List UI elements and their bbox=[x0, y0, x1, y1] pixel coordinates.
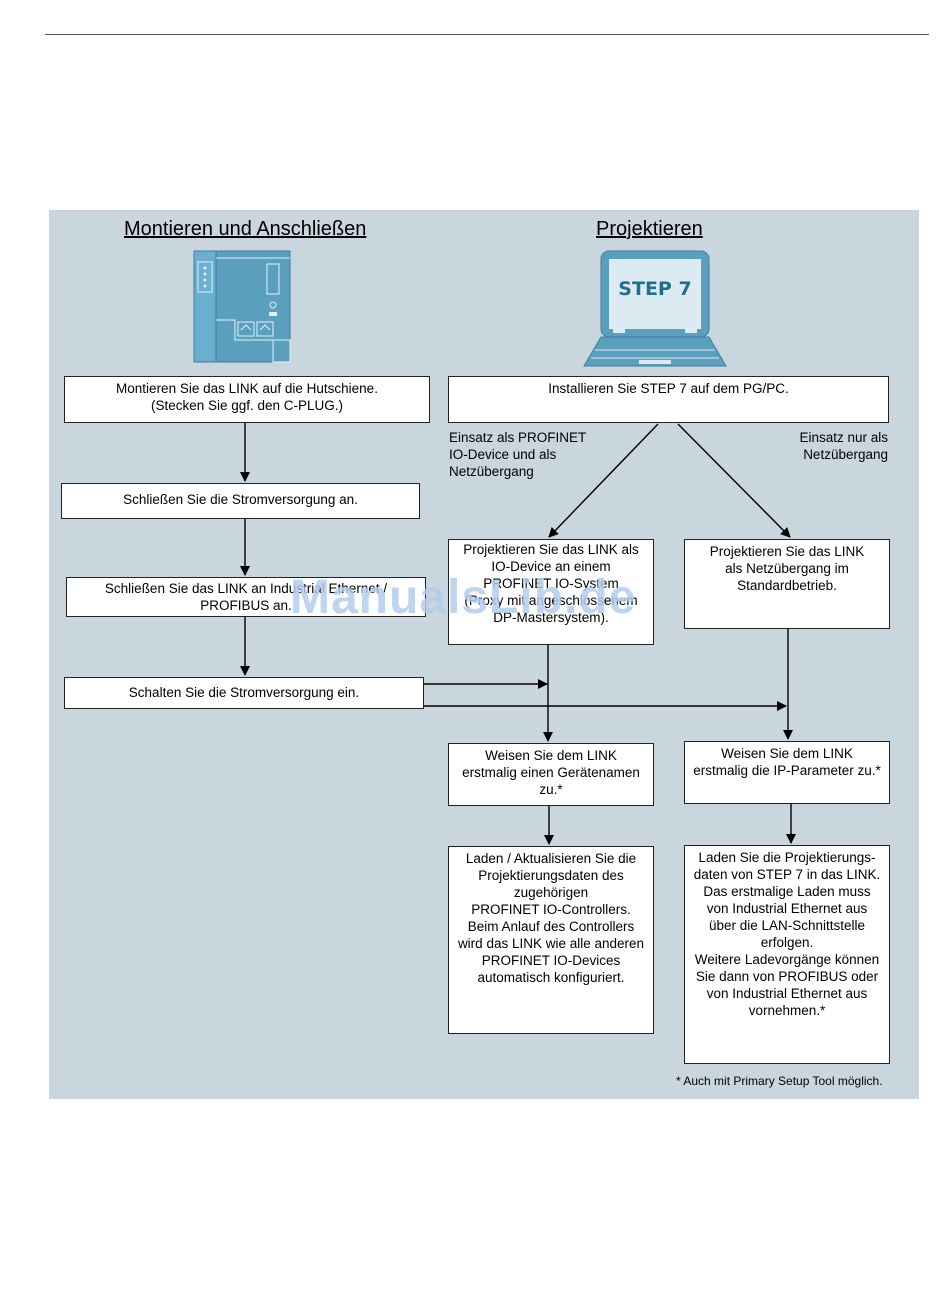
gateway-ip-line: erstmalig die IP-Parameter zu.* bbox=[693, 763, 881, 778]
laptop-illustration: STEP 7 bbox=[583, 248, 727, 372]
arrow-install-gateway bbox=[677, 423, 791, 538]
gateway-load-line: von Industrial Ethernet aus bbox=[706, 901, 868, 916]
step-power-connect-line: Schließen Sie die Stromversorgung an. bbox=[123, 492, 358, 507]
profinet-configure-line: (Proxy mit angeschlossenem bbox=[464, 593, 638, 608]
profinet-configure-line: DP-Mastersystem). bbox=[493, 610, 609, 625]
branch-label-line: Einsatz nur als bbox=[799, 430, 888, 445]
step-network-connect-line: Schließen Sie das LINK an Industrial Eth… bbox=[104, 581, 388, 596]
footnote: * Auch mit Primary Setup Tool möglich. bbox=[676, 1074, 883, 1088]
profinet-load-line: zugehörigen bbox=[513, 885, 589, 900]
laptop-icon bbox=[583, 250, 727, 367]
branch-label-line: Einsatz als PROFINET bbox=[449, 430, 587, 445]
profinet-load-box: Laden / Aktualisieren Sie die Projektier… bbox=[448, 846, 654, 1034]
gateway-load-line: Weitere Ladevorgänge können bbox=[694, 952, 880, 967]
step-install-box: Installieren Sie STEP 7 auf dem PG/PC. bbox=[448, 376, 889, 423]
step-power-connect-box: Schließen Sie die Stromversorgung an. bbox=[61, 483, 420, 519]
gateway-ip-line: Weisen Sie dem LINK bbox=[721, 746, 853, 761]
branch-label-line: Netzübergang bbox=[449, 464, 534, 479]
step-install-line: Installieren Sie STEP 7 auf dem PG/PC. bbox=[548, 381, 789, 396]
profinet-load-line: PROFINET IO-Devices bbox=[481, 953, 621, 968]
profinet-load-line: Beim Anlauf des Controllers bbox=[467, 919, 635, 934]
gateway-load-line: daten von STEP 7 in das LINK. bbox=[693, 867, 881, 882]
laptop-screen-label: STEP 7 bbox=[618, 278, 692, 300]
gateway-load-line: Das erstmalige Laden muss bbox=[703, 884, 871, 899]
gateway-configure-box: Projektieren Sie das LINK als Netzüberga… bbox=[684, 539, 890, 629]
step-power-on-line: Schalten Sie die Stromversorgung ein. bbox=[128, 685, 360, 700]
watermark: ManualsLib.de bbox=[290, 571, 637, 624]
gateway-configure-line: Standardbetrieb. bbox=[737, 578, 837, 593]
step-mount-line: (Stecken Sie ggf. den C-PLUG.) bbox=[150, 398, 344, 413]
gateway-load-line: über die LAN-Schnittstelle bbox=[708, 918, 866, 933]
profinet-configure-line: Projektieren Sie das LINK als bbox=[463, 542, 639, 557]
gateway-load-box: Laden Sie die Projektierungs- daten von … bbox=[684, 845, 890, 1064]
heading-configure: Projektieren bbox=[596, 218, 703, 240]
profinet-load-line: wird das LINK wie alle anderen bbox=[457, 936, 645, 951]
heading-mount: Montieren und Anschließen bbox=[124, 218, 367, 240]
gateway-load-line: vornehmen.* bbox=[748, 1003, 826, 1018]
profinet-name-line: zu.* bbox=[539, 782, 563, 797]
gateway-load-line: Laden Sie die Projektierungs- bbox=[698, 850, 876, 865]
profinet-name-line: erstmalig einen Gerätenamen bbox=[462, 765, 640, 780]
gateway-load-line: Sie dann von PROFIBUS oder bbox=[695, 969, 879, 984]
arrow-install-profinet bbox=[548, 423, 659, 538]
profinet-load-line: automatisch konfiguriert. bbox=[477, 970, 625, 985]
branch-label-gateway: Einsatz nur als Netzübergang bbox=[760, 429, 888, 463]
link-device-illustration bbox=[193, 250, 291, 363]
step-mount-line: Montieren Sie das LINK auf die Hutschien… bbox=[116, 381, 378, 396]
step-network-connect-line: PROFIBUS an. bbox=[200, 598, 292, 613]
gateway-load-line: erfolgen. bbox=[760, 935, 814, 950]
branch-label-profinet: Einsatz als PROFINET IO-Device und als N… bbox=[449, 429, 586, 480]
branch-label-line: IO-Device und als bbox=[449, 447, 557, 462]
top-rule bbox=[45, 34, 929, 35]
gateway-load-line: von Industrial Ethernet aus bbox=[706, 986, 868, 1001]
profinet-name-box: Weisen Sie dem LINK erstmalig einen Gerä… bbox=[448, 743, 654, 806]
step-network-connect-box: Schließen Sie das LINK an Industrial Eth… bbox=[66, 577, 426, 617]
gateway-configure-line: als Netzübergang im bbox=[725, 561, 849, 576]
profinet-load-line: Laden / Aktualisieren Sie die bbox=[465, 851, 637, 866]
profinet-load-line: Projektierungsdaten des bbox=[478, 868, 624, 883]
step-power-on-box: Schalten Sie die Stromversorgung ein. bbox=[64, 677, 424, 709]
branch-label-line: Netzübergang bbox=[803, 447, 888, 462]
profinet-name-line: Weisen Sie dem LINK bbox=[485, 748, 617, 763]
gateway-configure-line: Projektieren Sie das LINK bbox=[709, 544, 865, 559]
profinet-load-line: PROFINET IO-Controllers. bbox=[471, 902, 631, 917]
profinet-configure-box: Projektieren Sie das LINK als IO-Device … bbox=[448, 539, 654, 645]
step-mount-box: Montieren Sie das LINK auf die Hutschien… bbox=[64, 376, 430, 423]
profinet-configure-line: PROFINET IO-System bbox=[483, 576, 619, 591]
profinet-configure-line: IO-Device an einem bbox=[491, 559, 611, 574]
gateway-ip-box: Weisen Sie dem LINK erstmalig die IP-Par… bbox=[684, 741, 890, 804]
